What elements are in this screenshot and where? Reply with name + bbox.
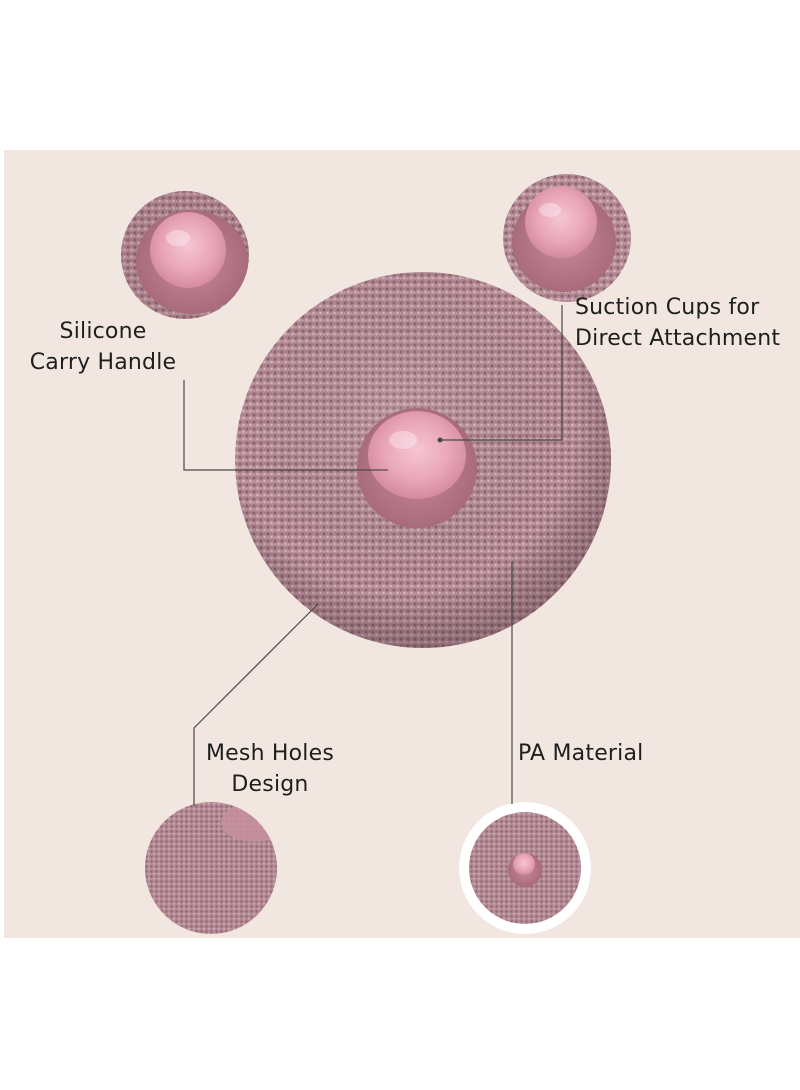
detail-suction-cup xyxy=(503,174,631,302)
callout-silicone-handle-label: Silicone Carry Handle xyxy=(29,319,177,375)
detail-mesh-holes xyxy=(145,802,277,934)
callout-mesh-holes-label: Mesh Holes Design xyxy=(205,741,335,797)
detail-pa-material xyxy=(459,802,591,934)
detail-silicone-handle xyxy=(121,191,249,319)
main-sponge xyxy=(235,272,611,648)
callout-pa-material-label: PA Material xyxy=(518,741,644,766)
callout-lines xyxy=(183,305,563,806)
callout-suction-cups-label: Suction Cups for Direct Attachment xyxy=(575,295,781,351)
